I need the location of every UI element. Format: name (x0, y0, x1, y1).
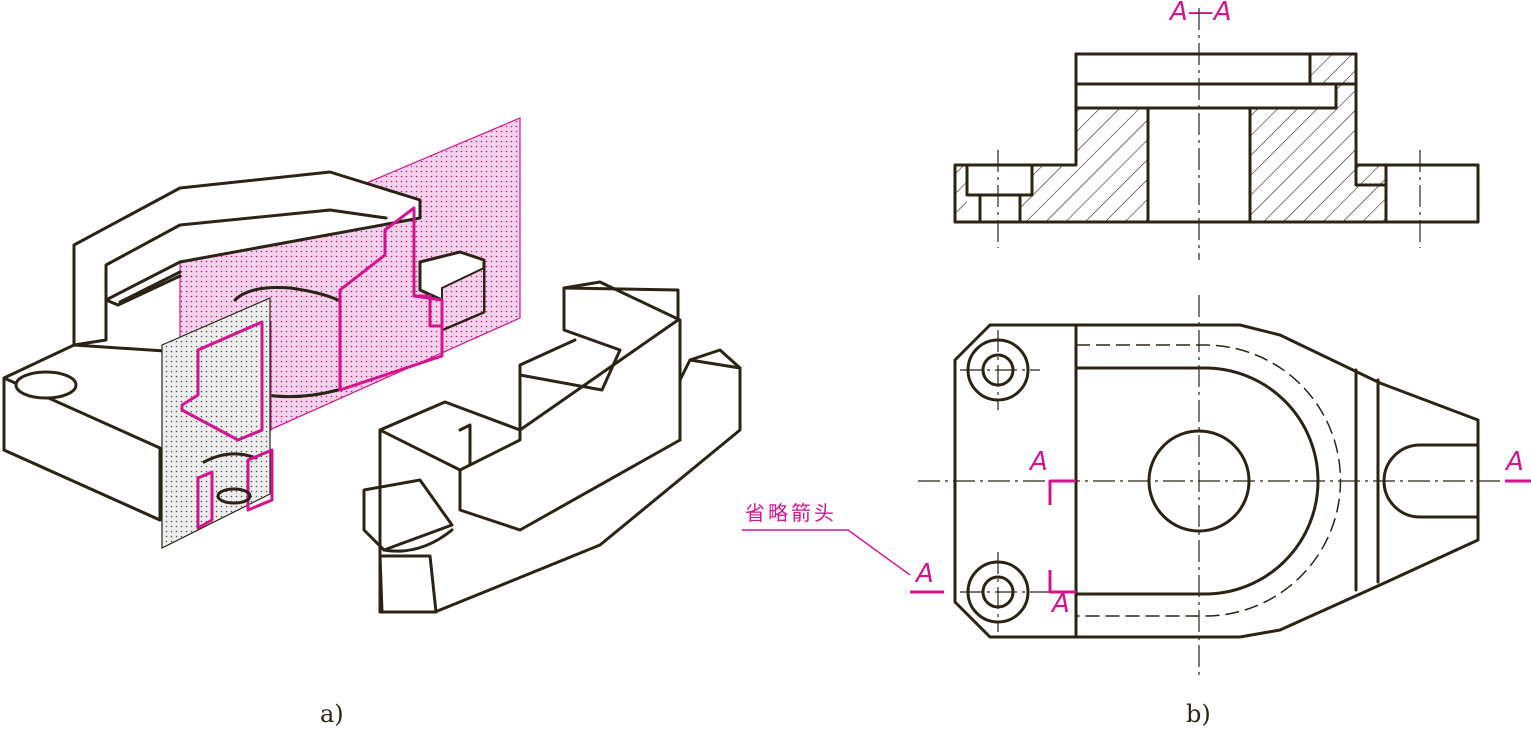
cutting-plane-arrow (1048, 479, 1076, 505)
top-view (918, 295, 1505, 680)
caption-b: b) (1186, 700, 1211, 728)
isometric-view (2, 117, 742, 614)
right-quarter-part (362, 280, 742, 614)
cut-label: A (1050, 589, 1070, 619)
section-title: A—A (1168, 0, 1232, 27)
cut-label: A (1028, 447, 1048, 477)
left-half-part (2, 170, 486, 522)
cutting-plane-arrow (1048, 570, 1076, 594)
section-view (953, 8, 1480, 260)
cutting-plane-front (161, 297, 271, 549)
cutting-plane-markers: A A A A (910, 447, 1531, 619)
annotation-note: 省略箭头 (742, 501, 911, 576)
note-text: 省略箭头 (745, 501, 837, 525)
caption-a: a) (320, 700, 344, 728)
cut-label: A (1504, 447, 1524, 477)
orthographic-views: A—A (742, 0, 1531, 680)
section-face-front (180, 320, 274, 530)
cut-label: A (914, 559, 934, 589)
